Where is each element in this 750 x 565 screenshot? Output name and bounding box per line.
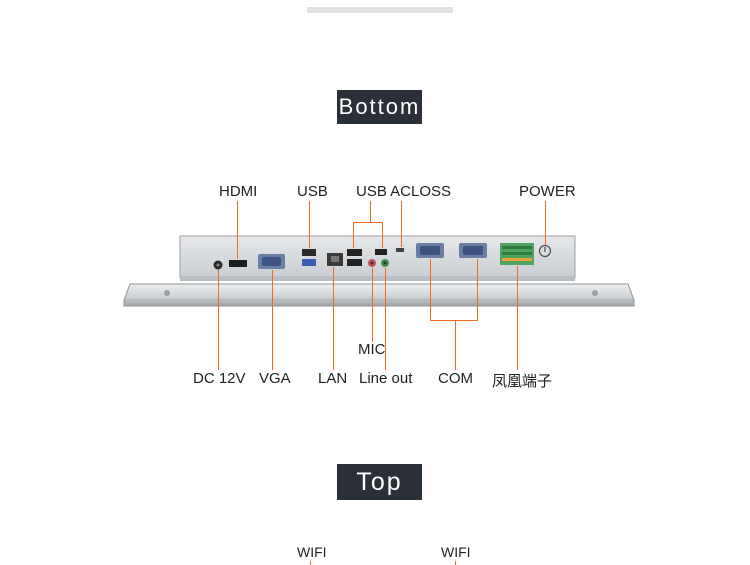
screw-icon — [164, 290, 170, 296]
acloss-switch — [396, 248, 404, 252]
usb-port — [347, 249, 362, 266]
label-usb: USB — [297, 183, 328, 200]
leader-lines — [218, 201, 546, 565]
mic-jack — [368, 259, 376, 267]
label-phoenix-terminal: 凤凰端子 — [492, 373, 553, 390]
label-vga: VGA — [259, 370, 291, 387]
phoenix-terminal-block — [500, 243, 534, 265]
lan-port — [327, 253, 343, 266]
label-power: POWER — [519, 183, 576, 200]
bezel-flange — [123, 283, 635, 307]
label-usb-acloss: USB ACLOSS — [356, 183, 452, 200]
dc-jack-port — [213, 260, 223, 270]
label-hdmi: HDMI — [219, 183, 258, 200]
vga-port — [258, 254, 285, 269]
usb-port — [375, 249, 387, 255]
com-port — [416, 243, 444, 258]
label-line-out: Line out — [359, 370, 413, 387]
label-mic: MIC — [358, 341, 386, 358]
label-lan: LAN — [318, 370, 348, 387]
screw-icon — [592, 290, 598, 296]
label-wifi: WIFI — [297, 544, 327, 560]
label-com: COM — [438, 370, 473, 387]
com-port — [459, 243, 487, 258]
section-title-top: Top — [337, 464, 422, 500]
label-wifi: WIFI — [441, 544, 471, 560]
power-button-icon — [538, 244, 552, 258]
hdmi-port — [229, 260, 247, 267]
line-out-jack — [381, 259, 389, 267]
section-title-bottom: Bottom — [337, 90, 422, 124]
carousel-indicator — [307, 7, 453, 13]
usb-port — [302, 249, 316, 266]
label-dc12v: DC 12V — [193, 370, 246, 387]
